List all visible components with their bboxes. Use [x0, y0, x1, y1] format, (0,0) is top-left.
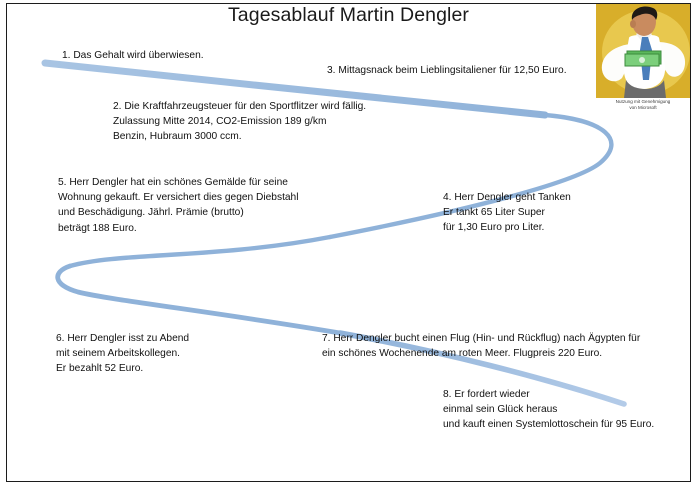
- list-item: 6. Herr Dengler isst zu Abend mit seinem…: [56, 333, 190, 375]
- list-item: 5. Herr Dengler hat ein schönes Gemälde …: [58, 177, 299, 234]
- list-item: 7. Herr Dengler bucht einen Flug (Hin- u…: [322, 333, 641, 360]
- list-item: 3. Mittagsnack beim Lieblingsitaliener f…: [327, 65, 567, 76]
- list-item: 4. Herr Dengler geht Tanken Er tankt 65 …: [443, 192, 571, 234]
- page-title: Tagesablauf Martin Dengler: [227, 4, 470, 26]
- list-item: 2. Die Kraftfahrzeugsteuer für den Sport…: [113, 101, 367, 143]
- list-item: 1. Das Gehalt wird überwiesen.: [62, 50, 204, 61]
- list-item: 8. Er fordert wieder einmal sein Glück h…: [443, 389, 655, 431]
- businessman-with-money-clipart: [596, 4, 690, 98]
- clipart-caption: Nutzung mit Genehmigung von Microsoft: [615, 99, 671, 111]
